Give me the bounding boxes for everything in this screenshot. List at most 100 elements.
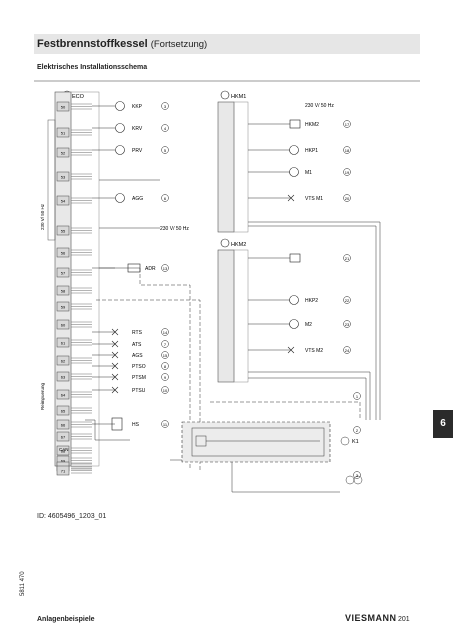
hkm2-label: HKM2 bbox=[231, 242, 246, 248]
eco-terminal-number: 53 bbox=[61, 175, 66, 180]
device-number-badge bbox=[161, 362, 169, 370]
eco-terminal-block bbox=[56, 225, 70, 236]
left-bus-label-2: Reimpuerung bbox=[40, 382, 45, 410]
device-number-badge bbox=[343, 120, 351, 128]
motor-symbol bbox=[115, 193, 125, 203]
eco-terminal-number: 62 bbox=[61, 359, 66, 364]
relay-number-badge bbox=[353, 392, 361, 400]
eco-terminal-block bbox=[56, 301, 70, 312]
device-number: 18 bbox=[345, 148, 350, 153]
eco-terminal-block bbox=[56, 171, 70, 182]
eco-terminal-number: 69 bbox=[61, 459, 66, 464]
device-number-badge bbox=[343, 146, 351, 154]
motor-symbol bbox=[289, 319, 299, 329]
eco-terminal-block bbox=[56, 405, 70, 416]
hkm1-module: HKM1 bbox=[217, 90, 249, 233]
motor-symbol bbox=[115, 145, 125, 155]
relay-number: 1 bbox=[356, 394, 359, 399]
module-box bbox=[289, 253, 301, 263]
device-label: ATS bbox=[132, 342, 142, 348]
eco-terminal-number: 54 bbox=[61, 199, 66, 204]
device-number-badge bbox=[161, 264, 169, 272]
device-number: 17 bbox=[345, 122, 350, 127]
eco-terminal-block bbox=[56, 101, 70, 112]
sensor-symbol bbox=[111, 328, 119, 336]
device-number-badge bbox=[343, 296, 351, 304]
eco-terminal-number: 66 bbox=[61, 423, 66, 428]
device-number-badge bbox=[161, 386, 169, 394]
eco-label: ECO bbox=[72, 94, 85, 100]
sensor-symbol bbox=[111, 340, 119, 348]
eco-terminal-block bbox=[56, 355, 70, 366]
eco-terminal-block bbox=[56, 127, 70, 138]
eco-terminal-number: 71 bbox=[61, 469, 66, 474]
device-label: HKP2 bbox=[305, 298, 318, 304]
sensor-symbol bbox=[111, 373, 119, 381]
motor-symbol bbox=[289, 167, 299, 177]
sensor-symbol bbox=[111, 386, 119, 394]
eco-terminal-number: 60 bbox=[61, 323, 66, 328]
relay-label: K1 bbox=[352, 439, 359, 445]
device-number-badge bbox=[343, 254, 351, 262]
section-title: Elektrisches Installationsschema bbox=[37, 64, 148, 71]
device-number: 14 bbox=[163, 330, 168, 335]
device-number: 7 bbox=[164, 342, 167, 347]
device-number-badge bbox=[161, 420, 169, 428]
device-number-badge bbox=[343, 168, 351, 176]
relay-number-badge bbox=[353, 426, 361, 434]
device-label: AGS bbox=[132, 353, 143, 359]
device-label: AGG bbox=[132, 196, 143, 202]
device-number-badge bbox=[161, 340, 169, 348]
left-bus-label: 230 V/ 50 Hz bbox=[40, 203, 45, 230]
device-number: 9 bbox=[164, 375, 167, 380]
eco-terminal-block bbox=[56, 431, 70, 442]
relay-number: 3 bbox=[356, 473, 359, 478]
eco-terminal-number: 55 bbox=[61, 229, 66, 234]
can-label: CAN bbox=[59, 447, 69, 452]
eco-terminal-number: 57 bbox=[61, 271, 66, 276]
device-number-badge bbox=[343, 194, 351, 202]
device-label: M2 bbox=[305, 322, 312, 328]
motor-symbol bbox=[115, 101, 125, 111]
device-number: 11 bbox=[163, 422, 168, 427]
device-number: 13 bbox=[163, 266, 168, 271]
footer-section: Anlagenbeispiele bbox=[37, 616, 95, 623]
chapter-tab: 6 bbox=[433, 410, 453, 438]
device-number: 4 bbox=[164, 126, 167, 131]
device-number: 15 bbox=[163, 353, 168, 358]
eco-terminal-number: 51 bbox=[61, 131, 66, 136]
device-number-badge bbox=[161, 351, 169, 359]
adr-box bbox=[127, 263, 141, 273]
eco-terminal-number: 56 bbox=[61, 251, 66, 256]
eco-terminal-number: 65 bbox=[61, 409, 66, 414]
device-number: 22 bbox=[345, 298, 350, 303]
device-number-badge bbox=[161, 373, 169, 381]
device-label: HKM2 bbox=[305, 122, 319, 128]
relay-k1: K1 bbox=[181, 421, 363, 485]
device-label: RTS bbox=[132, 330, 143, 336]
hkm1-label: HKM1 bbox=[231, 94, 246, 100]
device-number-badge bbox=[161, 124, 169, 132]
module-box bbox=[289, 119, 301, 129]
eco-terminal-number: 52 bbox=[61, 151, 66, 156]
eco-terminal-number: 68 bbox=[61, 449, 66, 454]
left-bus bbox=[47, 119, 56, 241]
header-bar: Festbrennstoffkessel (Fortsetzung) bbox=[34, 34, 420, 54]
device-number: 6 bbox=[164, 196, 167, 201]
device-number-badge bbox=[343, 346, 351, 354]
diagram-id: ID: 4605496_1203_01 bbox=[37, 513, 107, 520]
sensor-symbol bbox=[111, 362, 119, 370]
eco-terminal-block bbox=[56, 389, 70, 400]
device-number: 3 bbox=[164, 104, 167, 109]
device-number: 5 bbox=[164, 148, 167, 153]
eco-terminal-block bbox=[56, 247, 70, 258]
document-number: 5811 470 bbox=[20, 571, 26, 596]
eco-terminal-number: 64 bbox=[61, 393, 66, 398]
eco-terminal-block bbox=[56, 419, 70, 430]
device-label: PTSM bbox=[132, 375, 146, 381]
eco-terminal-block bbox=[56, 285, 70, 296]
device-number-badge bbox=[161, 194, 169, 202]
eco-terminal-block bbox=[56, 195, 70, 206]
eco-terminal-number: 61 bbox=[61, 341, 66, 346]
eco-terminal-block bbox=[56, 371, 70, 382]
